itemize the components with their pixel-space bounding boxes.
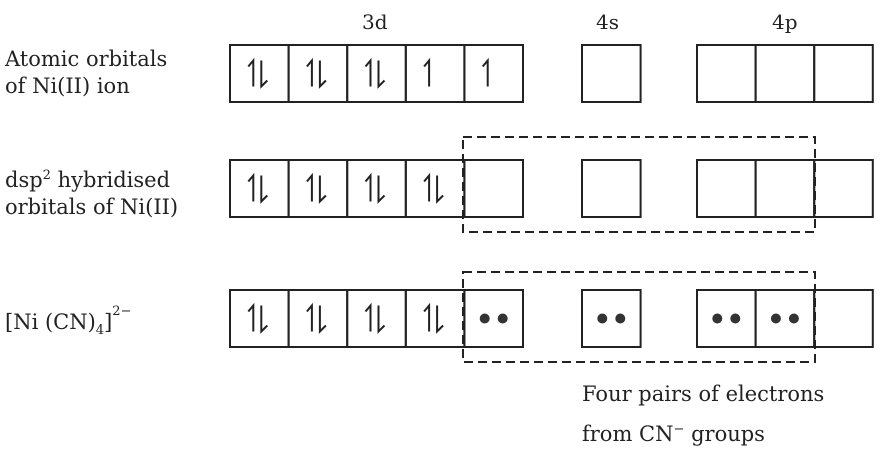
up-arrow-icon	[247, 302, 255, 332]
orbital-box-d	[287, 44, 349, 103]
down-arrow-icon	[377, 175, 386, 204]
up-arrow-icon	[364, 57, 372, 87]
orbital-box-d	[463, 44, 524, 103]
orbital-box-d	[463, 289, 524, 348]
orbital-box-d	[346, 44, 407, 103]
down-arrow-icon	[260, 175, 269, 204]
label-line: Atomic orbitals	[5, 47, 168, 71]
orbital-box-d	[463, 159, 524, 218]
label-text: dsp	[5, 168, 43, 192]
label-sup: 2	[42, 168, 51, 183]
caption-sup: −	[673, 422, 685, 437]
orbital-box-p	[696, 289, 757, 348]
orbital-box-s	[581, 289, 642, 348]
down-arrow-icon	[377, 60, 386, 89]
electron-dot	[712, 313, 723, 324]
up-arrow-icon	[364, 302, 372, 332]
orbital-box-d	[404, 159, 466, 218]
orbital-box-d	[229, 159, 290, 218]
electron-dot	[597, 313, 608, 324]
orbital-box-p	[813, 159, 874, 218]
up-arrow-icon	[306, 57, 313, 87]
up-arrow-icon	[306, 302, 313, 332]
orbital-box-p	[754, 159, 816, 218]
orbital-box-d	[346, 289, 407, 348]
down-arrow-icon	[318, 60, 327, 89]
orbital-box-d	[287, 289, 349, 348]
down-arrow-icon	[377, 305, 386, 334]
caption: Four pairs of electrons from CN− groups	[582, 376, 824, 452]
down-arrow-icon	[318, 305, 327, 334]
orbital-box-d	[229, 44, 290, 103]
row-label-complex: [Ni (CN)4]2−	[5, 304, 131, 344]
label-line: of Ni(II) ion	[5, 74, 130, 98]
down-arrow-icon	[436, 175, 444, 204]
orbital-box-d	[404, 289, 466, 348]
label-text: [Ni (CN)	[5, 310, 96, 334]
caption-line: Four pairs of electrons	[582, 382, 825, 406]
electron-dot	[615, 313, 626, 324]
orbital-box-d	[346, 159, 407, 218]
up-arrow-icon	[364, 172, 372, 202]
caption-line: from CN− groups	[582, 412, 824, 452]
orbital-box-d	[229, 289, 290, 348]
electron-dot	[730, 313, 741, 324]
dsp2-hybrid-dashed-box	[462, 136, 816, 233]
orbital-box-s	[581, 159, 642, 218]
header-3d: 3d	[362, 10, 388, 34]
up-arrow-icon	[423, 302, 431, 332]
up-arrow-icon	[306, 172, 313, 202]
orbital-box-d	[287, 159, 349, 218]
header-4p: 4p	[772, 10, 798, 34]
up-arrow-icon	[423, 172, 431, 202]
down-arrow-icon	[260, 305, 269, 334]
header-4s: 4s	[596, 10, 619, 34]
label-text: hybridised	[50, 168, 171, 192]
orbital-box-p	[696, 44, 757, 103]
label-line: dsp2 hybridised	[5, 162, 178, 194]
orbital-box-p	[696, 159, 757, 218]
electron-dot	[479, 313, 490, 324]
electron-dot	[788, 313, 799, 324]
electron-dot	[497, 313, 508, 324]
orbital-box-p	[813, 44, 874, 103]
up-arrow-icon	[247, 57, 255, 87]
dsp2-hybrid-dashed-box	[462, 271, 816, 363]
caption-text: groups	[684, 422, 765, 446]
label-sub: 4	[95, 323, 105, 339]
down-arrow-icon	[260, 60, 269, 89]
label-sup: 2−	[112, 304, 132, 319]
label-line: orbitals of Ni(II)	[5, 195, 179, 219]
caption-text: from CN	[582, 422, 674, 446]
orbital-box-s	[581, 44, 642, 103]
orbital-box-p	[754, 289, 816, 348]
orbital-box-p	[813, 289, 874, 348]
orbital-box-p	[754, 44, 816, 103]
orbital-box-d	[404, 44, 466, 103]
down-arrow-icon	[436, 305, 444, 334]
down-arrow-icon	[318, 175, 327, 204]
label-text: ]	[104, 310, 113, 334]
row-label-atomic-orbitals: Atomic orbitals of Ni(II) ion	[5, 46, 167, 100]
up-arrow-icon	[247, 172, 255, 202]
electron-dot	[770, 313, 781, 324]
up-arrow-icon	[423, 57, 431, 87]
row-label-hybridised: dsp2 hybridised orbitals of Ni(II)	[5, 162, 178, 221]
up-arrow-icon	[481, 57, 489, 87]
